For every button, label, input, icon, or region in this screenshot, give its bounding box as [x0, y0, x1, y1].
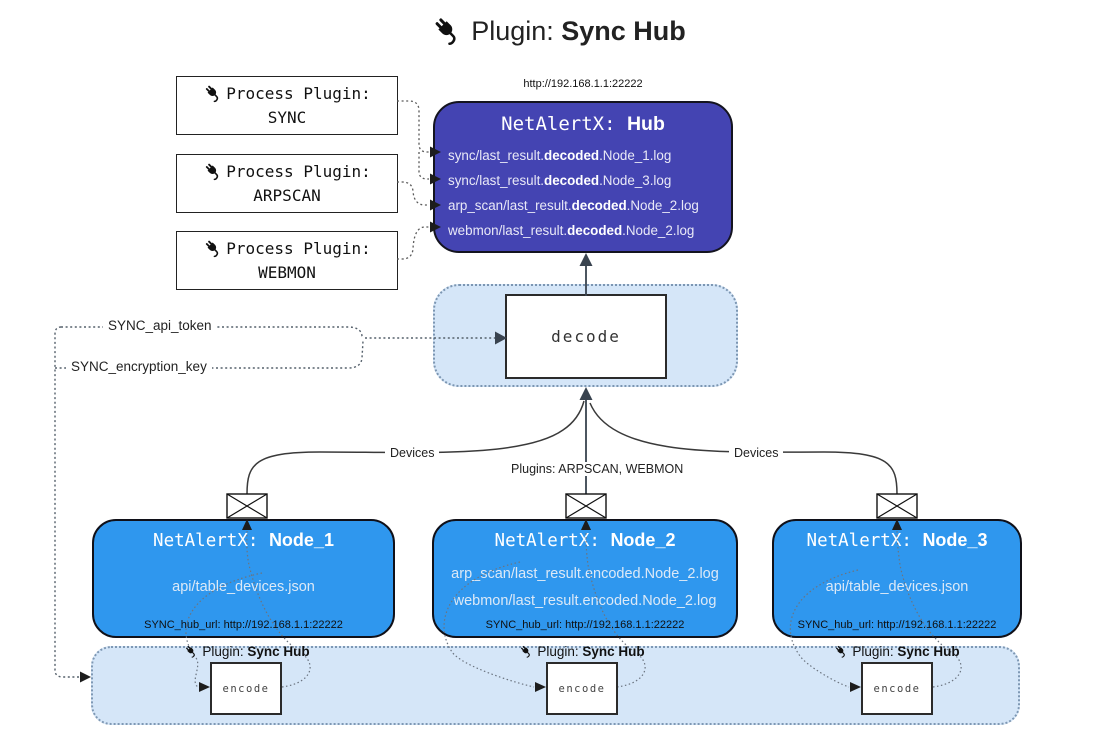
node-3-box: NetAlertX: Node_3 api/table_devices.json… — [772, 519, 1022, 638]
encode-box-1: encode — [210, 662, 282, 715]
node-footer: SYNC_hub_url: http://192.168.1.1:22222 — [797, 619, 997, 631]
node-lines: api/table_devices.json — [94, 563, 393, 612]
plug-icon — [834, 644, 849, 659]
log-bold: decoded — [544, 148, 600, 163]
node-2-box: NetAlertX: Node_2 arp_scan/last_result.e… — [432, 519, 738, 638]
encoder-label-prefix: Plugin: — [202, 644, 244, 659]
title-bold: Sync Hub — [561, 15, 686, 46]
edge-arpscan-to-hub — [397, 181, 429, 206]
decode-box: decode — [505, 294, 667, 379]
process-plugin-sync-row: Process Plugin: — [203, 82, 371, 106]
hub-log-line: webmon/last_result.decoded.Node_2.log — [448, 218, 731, 243]
page-title: Plugin: Sync Hub — [0, 14, 1117, 48]
edge-label-devices-right: Devices — [729, 446, 784, 460]
node-line: webmon/last_result.encoded.Node_2.log — [453, 592, 717, 609]
process-plugin-label: Process Plugin: — [226, 238, 371, 258]
arrowhead-right — [80, 671, 91, 683]
hub-log-list: sync/last_result.decoded.Node_1.log sync… — [435, 143, 731, 243]
log-post: .Node_2.log — [626, 198, 699, 213]
plug-icon — [203, 238, 224, 259]
process-plugin-webmon: Process Plugin: WEBMON — [176, 231, 398, 290]
plug-icon — [203, 83, 224, 104]
encoder-label-text: Plugin: Sync Hub — [202, 644, 309, 659]
log-bold: decoded — [544, 173, 600, 188]
log-post: .Node_2.log — [622, 223, 695, 238]
node-title-bold: Node_1 — [268, 530, 334, 550]
encoder-label-prefix: Plugin: — [852, 644, 894, 659]
sync-api-token-label: SYNC_api_token — [103, 318, 217, 333]
encode-box-3: encode — [861, 662, 933, 715]
edge-label-devices-left: Devices — [385, 446, 440, 460]
node-title-prefix: NetAlertX: — [806, 531, 923, 551]
node-lines: api/table_devices.json — [774, 563, 1020, 612]
encoder-label-2: Plugin: Sync Hub — [497, 644, 667, 659]
node-title: NetAlertX: Node_2 — [434, 530, 736, 551]
hub-title-bold: Hub — [626, 113, 665, 135]
process-plugin-arpscan: Process Plugin: ARPSCAN — [176, 154, 398, 213]
edge-webmon-to-hub — [397, 226, 429, 260]
hub-box: NetAlertX: Hub sync/last_result.decoded.… — [433, 101, 733, 253]
plug-icon — [184, 644, 199, 659]
hub-title: NetAlertX: Hub — [435, 113, 731, 136]
log-post: .Node_1.log — [599, 148, 672, 163]
hub-url-label: http://192.168.1.1:22222 — [523, 78, 643, 90]
hub-log-line: arp_scan/last_result.decoded.Node_2.log — [448, 193, 731, 218]
encoder-label-3: Plugin: Sync Hub — [812, 644, 982, 659]
hub-title-prefix: NetAlertX: — [501, 113, 627, 135]
encoder-label-prefix: Plugin: — [537, 644, 579, 659]
process-plugin-webmon-row: Process Plugin: — [203, 237, 371, 261]
node-line: api/table_devices.json — [172, 579, 315, 595]
encoder-label-1: Plugin: Sync Hub — [162, 644, 332, 659]
plug-icon — [519, 644, 534, 659]
hub-log-line: sync/last_result.decoded.Node_3.log — [448, 168, 731, 193]
hub-log-line: sync/last_result.decoded.Node_1.log — [448, 143, 731, 168]
plug-icon — [203, 161, 224, 182]
log-bold: decoded — [571, 198, 627, 213]
arrowhead-up — [579, 253, 593, 266]
process-plugin-arpscan-row: Process Plugin: — [203, 160, 371, 184]
node-line: arp_scan/last_result.encoded.Node_2.log — [451, 565, 719, 582]
process-plugin-name: WEBMON — [258, 262, 316, 282]
title-text: Plugin: Sync Hub — [471, 16, 686, 47]
process-plugin-sync: Process Plugin: SYNC — [176, 76, 398, 135]
arrowhead-up — [579, 387, 593, 400]
edge-label-plugins: Plugins: ARPSCAN, WEBMON — [506, 462, 689, 476]
node-footer: SYNC_hub_url: http://192.168.1.1:22222 — [144, 619, 343, 631]
log-pre: arp_scan/last_result. — [448, 198, 572, 213]
log-pre: webmon/last_result. — [448, 223, 568, 238]
log-pre: sync/last_result. — [448, 173, 545, 188]
node-title-bold: Node_2 — [610, 530, 676, 550]
node-footer: SYNC_hub_url: http://192.168.1.1:22222 — [485, 619, 685, 631]
encoder-label-bold: Sync Hub — [582, 644, 645, 659]
log-bold: decoded — [567, 223, 623, 238]
process-plugin-name: SYNC — [267, 107, 307, 127]
title-prefix: Plugin: — [471, 15, 554, 46]
log-post: .Node_3.log — [599, 173, 672, 188]
node-1-box: NetAlertX: Node_1 api/table_devices.json… — [92, 519, 395, 638]
node-title: NetAlertX: Node_3 — [774, 530, 1020, 551]
encoder-label-text: Plugin: Sync Hub — [537, 644, 644, 659]
process-plugin-name: ARPSCAN — [253, 185, 321, 205]
node-lines: arp_scan/last_result.encoded.Node_2.log … — [434, 563, 736, 612]
node-title-bold: Node_3 — [922, 530, 988, 550]
node-title-prefix: NetAlertX: — [494, 531, 611, 551]
process-plugin-label: Process Plugin: — [226, 161, 371, 181]
plug-icon — [431, 14, 465, 48]
log-pre: sync/last_result. — [448, 148, 545, 163]
encode-box-2: encode — [546, 662, 618, 715]
encoder-label-bold: Sync Hub — [897, 644, 960, 659]
encoder-label-bold: Sync Hub — [247, 644, 310, 659]
edge-sync-to-hub — [397, 100, 429, 180]
process-plugin-label: Process Plugin: — [226, 83, 371, 103]
node-line: api/table_devices.json — [825, 579, 969, 595]
node-title-prefix: NetAlertX: — [153, 531, 269, 551]
encoder-label-text: Plugin: Sync Hub — [852, 644, 959, 659]
config-left-line — [54, 326, 81, 678]
node-title: NetAlertX: Node_1 — [94, 530, 393, 551]
sync-encryption-key-label: SYNC_encryption_key — [66, 359, 212, 374]
